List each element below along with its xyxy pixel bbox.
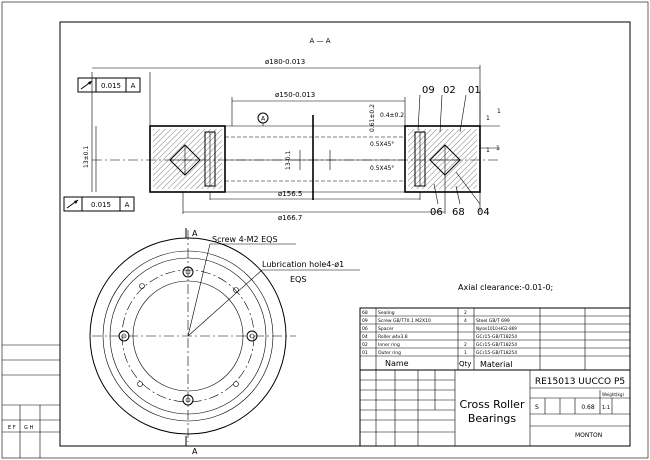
dim-h13b: 13-0.1 bbox=[285, 150, 292, 170]
bom-no: 09 bbox=[362, 318, 368, 324]
bom-name: Spacer bbox=[378, 326, 394, 332]
bom-header-material: Material bbox=[480, 360, 513, 369]
company-name: MONTON bbox=[575, 432, 602, 439]
svg-text:A: A bbox=[261, 116, 266, 123]
balloon-02: 02 bbox=[443, 85, 456, 96]
balloon-04: 04 bbox=[477, 207, 490, 218]
screw-hole bbox=[182, 266, 194, 278]
bom-header-name: Name bbox=[385, 359, 409, 368]
dim-ch2: 0.5X45° bbox=[370, 165, 394, 172]
tolerance-frame-bottom: 0.015 A bbox=[63, 196, 135, 212]
bom-table: 68 Sealing 2 09 Screw GB/T70.1 M2X10 4 S… bbox=[359, 307, 631, 371]
bom-header-qty: Qty bbox=[459, 360, 471, 368]
balloon-09: 09 bbox=[422, 85, 435, 96]
dim-c04: 0.4±0.2 bbox=[380, 112, 404, 119]
title-block: RE15013 UUCCO P5 Cross Roller Bearings W… bbox=[359, 369, 631, 447]
weight-value: 0.68 bbox=[581, 404, 595, 411]
bom-qty: 4 bbox=[464, 318, 467, 324]
screw-hole bbox=[118, 330, 130, 342]
bom-material: GCr15-GB/T18254 bbox=[476, 350, 517, 356]
bom-name: Inner ring bbox=[378, 342, 400, 348]
svg-text:G H: G H bbox=[24, 425, 33, 431]
bom-material: Nylon1010-HG2-869 bbox=[476, 326, 517, 331]
dim-r2: 1 bbox=[497, 108, 501, 115]
bom-name: Sealing bbox=[378, 310, 395, 316]
bom-no: 01 bbox=[362, 350, 368, 356]
bom-no: 02 bbox=[362, 342, 368, 348]
svg-text:A: A bbox=[125, 201, 130, 209]
note-lubrication-eqs: EQS bbox=[290, 275, 306, 284]
bom-material: Steel GB/T 699 bbox=[476, 318, 510, 324]
title-line-1: Cross Roller bbox=[460, 398, 525, 411]
balloon-01: 01 bbox=[468, 85, 481, 96]
section-view: ø180-0.013 ø150-0.013 ø156.5 ø166.7 13±0… bbox=[63, 58, 501, 222]
screw-hole bbox=[246, 330, 258, 342]
dim-r4: 1 bbox=[496, 145, 500, 152]
view-label-bottom: A bbox=[192, 447, 198, 456]
dim-d166: ø166.7 bbox=[278, 214, 302, 222]
bom-material: GCr15-GB/T18254 bbox=[476, 342, 517, 348]
dim-r3: 1 bbox=[486, 147, 490, 154]
title-line-2: Bearings bbox=[468, 412, 517, 425]
bom-qty: 2 bbox=[464, 342, 467, 348]
s-label: S bbox=[535, 404, 539, 411]
part-number: RE15013 UUCCO P5 bbox=[535, 377, 625, 387]
view-label-top: A bbox=[192, 229, 198, 238]
dim-c061: 0.61±0.2 bbox=[369, 104, 376, 132]
dim-d156: ø156.5 bbox=[278, 190, 302, 198]
dim-h13: 13±0.1 bbox=[83, 146, 90, 168]
balloon-68: 68 bbox=[452, 207, 465, 218]
sheet-inner-border bbox=[59, 21, 631, 447]
weight-label: Weight(kg) bbox=[602, 392, 624, 397]
bom-no: 04 bbox=[362, 334, 368, 340]
bom-qty: 2 bbox=[464, 310, 467, 316]
note-lubrication: Lubrication hole4-ø1 bbox=[262, 260, 344, 269]
dim-r1: 1 bbox=[486, 115, 490, 122]
bom-name: Screw GB/T70.1 M2X10 bbox=[378, 318, 431, 324]
section-label: A — A bbox=[309, 37, 330, 45]
svg-text:0.015: 0.015 bbox=[91, 201, 111, 209]
svg-text:E F: E F bbox=[8, 425, 16, 431]
bom-name: Roller ø4x3.8 bbox=[378, 334, 408, 340]
bom-name: Outer ring bbox=[378, 350, 401, 356]
note-axial-clearance: Axial clearance:-0.01-0; bbox=[458, 283, 553, 292]
tolerance-frame-top: 0.015 A bbox=[77, 77, 141, 93]
bom-no: 68 bbox=[362, 310, 368, 316]
screw-hole bbox=[182, 394, 194, 406]
front-view: A A bbox=[89, 228, 360, 456]
svg-text:A: A bbox=[131, 82, 136, 90]
bom-no: 06 bbox=[362, 326, 368, 332]
dim-d150: ø150-0.013 bbox=[275, 91, 315, 99]
svg-text:0.015: 0.015 bbox=[101, 82, 121, 90]
scale-value: 1:1 bbox=[602, 405, 610, 411]
bom-qty: 1 bbox=[464, 350, 467, 356]
note-screw: Screw 4-M2 EQS bbox=[212, 235, 278, 244]
dim-d180: ø180-0.013 bbox=[265, 58, 305, 66]
dim-ch1: 0.5X45° bbox=[370, 141, 394, 148]
balloon-06: 06 bbox=[430, 207, 443, 218]
bom-material: GCr15-GB/T18254 bbox=[476, 334, 517, 340]
